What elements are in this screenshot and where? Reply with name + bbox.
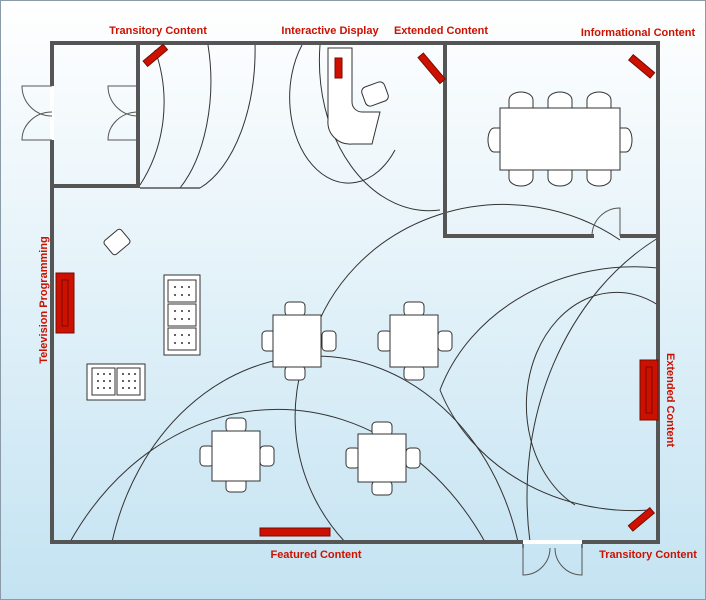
labels: Transitory Content Interactive Display E… [38,25,697,561]
door-swing-bottom-left [522,547,551,576]
screen-inset [645,366,653,414]
chair [487,127,500,153]
chair [259,445,275,467]
coverage-arc-right-outer [439,389,651,512]
screen-interactive-display [334,57,343,79]
screen-transitory-bottom [627,506,656,532]
chair [547,91,573,108]
outer-wall [50,41,525,544]
doors [21,85,621,576]
chair [586,170,612,187]
sofa [163,274,201,356]
sofa-cushion [167,303,197,327]
desk-chair [361,81,389,107]
conference-room [487,91,633,187]
label-transitory-bottom: Transitory Content [599,549,697,561]
coverage-arc-right-outer [439,266,659,391]
chair [547,170,573,187]
sofa-tufting [174,286,190,344]
door-swing-left-bottom [21,111,53,141]
door-swing-bottom-right [554,547,583,576]
table [272,314,322,368]
screen-transitory-top [142,43,169,68]
table [389,314,439,368]
coverage-arc-bottom [526,237,659,543]
screen-informational [627,53,656,79]
coverage-arc [179,44,212,189]
coverage-arc-mid [311,204,621,341]
label-transitory-top: Transitory Content [109,25,207,37]
loveseat [86,363,146,401]
screen-insets [61,279,653,414]
table [211,430,261,482]
screen-featured [259,527,331,537]
label-extended-top: Extended Content [394,25,488,37]
screen-inset [61,279,69,327]
chair [371,480,393,496]
screen-television [55,272,75,334]
coverage-arcs [69,41,659,543]
sofa-cushion [167,279,197,303]
loveseat-tufting [97,373,136,389]
chair [403,301,425,317]
chair [284,301,306,317]
outer-wall [50,41,660,544]
door-swing-inner-bottom [107,111,139,141]
table [357,433,407,483]
coverage-arc [318,44,441,212]
door-swing-left-top [21,85,53,117]
conference-table [499,107,621,171]
chair [403,365,425,381]
armchair [103,228,131,256]
chair [508,91,534,108]
coverage-arc-right-inner [525,291,659,506]
table-group-2 [377,301,453,381]
display-screens [55,43,659,537]
coverage-arc [199,41,256,189]
label-informational: Informational Content [581,27,696,39]
conference-chairs [487,91,633,187]
chair [586,91,612,108]
walls [50,41,660,544]
label-extended-right: Extended Content [664,353,676,447]
label-television: Television Programming [38,236,50,364]
door-swing-conference [591,207,621,237]
chair [284,365,306,381]
coverage-arc-featured [69,408,486,543]
label-interactive-display: Interactive Display [281,25,379,37]
table-group-3 [199,417,275,493]
label-featured: Featured Content [270,549,361,561]
chair [620,127,633,153]
door-swing-inner-top [107,85,139,117]
coverage-arc [289,44,396,184]
chair [508,170,534,187]
coverage-arc [139,49,165,186]
screen-extended-top [417,52,446,85]
table-group-1 [261,301,337,381]
chair [321,330,337,352]
chair [225,417,247,433]
table-group-4 [345,421,421,496]
chair [405,447,421,469]
chair [437,330,453,352]
screen-extended-right [639,359,659,421]
conference-wall [443,41,594,238]
sofa-cushion [167,327,197,351]
thin-walls [50,86,583,548]
